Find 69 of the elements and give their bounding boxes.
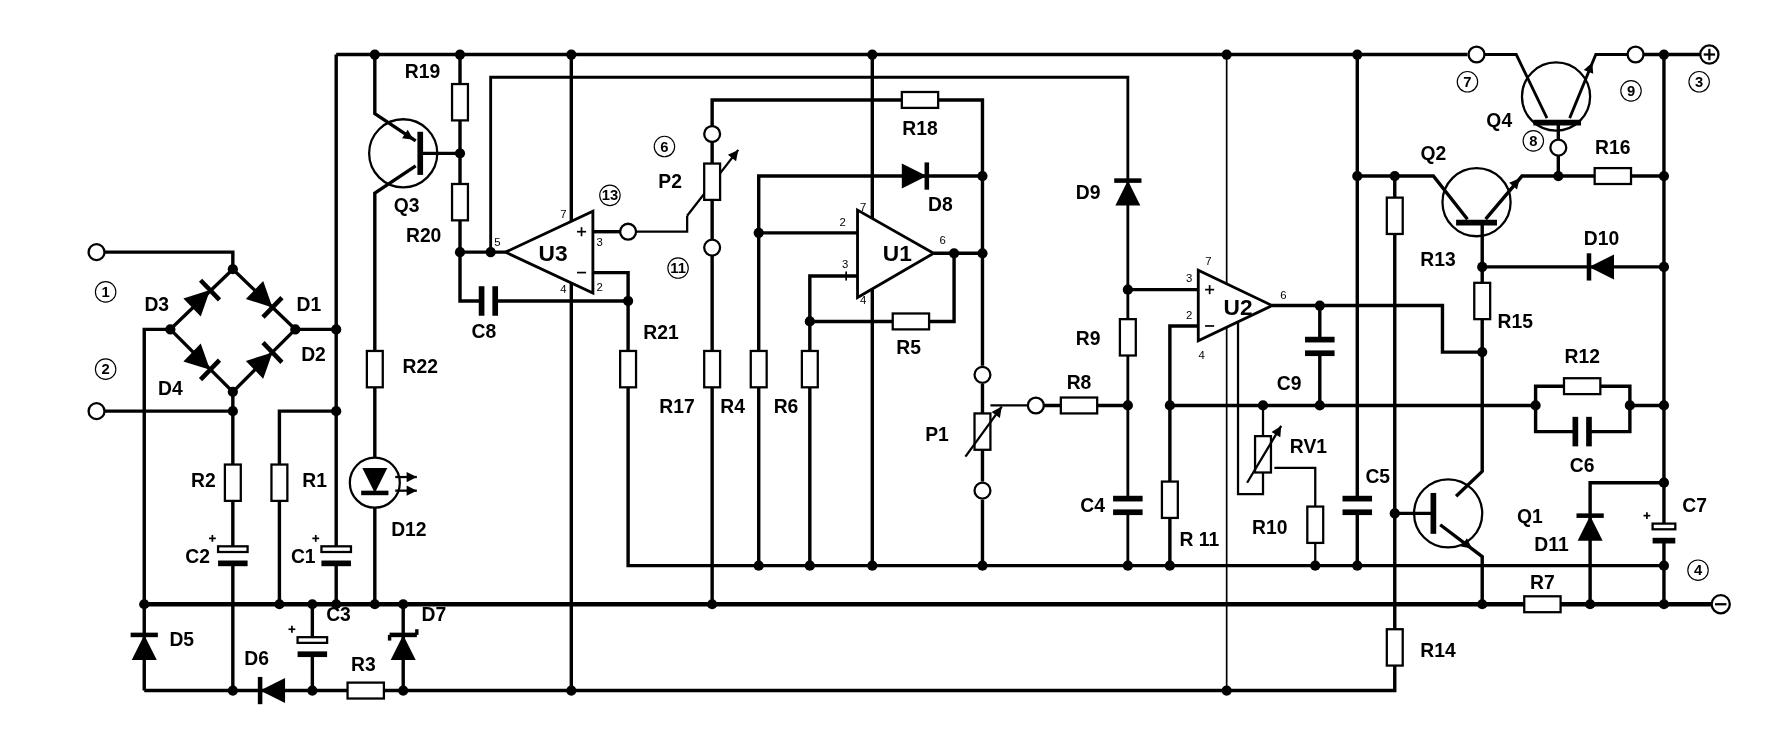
component-label: D9 [1075, 183, 1101, 203]
pin-number: 7 [860, 202, 867, 214]
component-label: R7 [1530, 573, 1555, 593]
pin-number: 7 [1205, 255, 1212, 267]
component-label: R9 [1075, 328, 1101, 349]
pin-number: 5 [494, 237, 501, 249]
component-label: R13 [1420, 250, 1456, 270]
component-label: C7 [1682, 495, 1707, 516]
component-label: R4 [720, 396, 745, 417]
component-label: R 11 [1179, 529, 1220, 550]
component-label: D5 [169, 629, 195, 650]
component-label: R10 [1252, 518, 1288, 538]
component-label: R16 [1595, 138, 1631, 158]
component-label: C5 [1365, 467, 1391, 487]
component-label: R19 [404, 61, 441, 82]
component-label: D1 [296, 294, 322, 315]
component-label: D10 [1583, 228, 1620, 249]
component-label: R22 [402, 357, 438, 377]
pin-number: 4 [1198, 349, 1205, 362]
component-label: C8 [471, 322, 497, 342]
component-label: R14 [1420, 641, 1456, 661]
component-label: C6 [1569, 456, 1595, 476]
component-label: RV1 [1289, 436, 1328, 456]
component-label: U3 [538, 241, 568, 265]
component-label: R17 [659, 396, 695, 417]
component-label: P1 [925, 425, 949, 445]
component-label: C2 [185, 546, 210, 567]
component-label: C4 [1080, 495, 1105, 516]
component-label: R20 [405, 226, 442, 246]
component-label: R3 [351, 654, 376, 675]
component-label: Q2 [1420, 143, 1447, 163]
pin-number: 3 [596, 237, 603, 249]
component-label: R21 [643, 323, 679, 343]
pin-number: 7 [560, 209, 567, 221]
component-label: R6 [773, 396, 799, 417]
component-label: Q3 [393, 195, 420, 216]
pin-number: 2 [596, 281, 603, 294]
component-label: R1 [302, 470, 327, 491]
component-label: D4 [158, 378, 183, 399]
component-label: R15 [1497, 311, 1533, 332]
component-label: R2 [190, 470, 216, 491]
component-label: Q4 [1486, 110, 1513, 131]
component-label: D2 [301, 344, 326, 364]
pin-number: 3 [1186, 272, 1193, 284]
component-label: D11 [1534, 535, 1569, 555]
component-label: C9 [1276, 374, 1302, 394]
component-label: R5 [896, 337, 921, 358]
component-label: D7 [421, 604, 447, 625]
pin-number: 6 [939, 235, 946, 247]
component-label: R8 [1066, 373, 1092, 393]
component-label: P2 [658, 172, 682, 192]
component-label: U2 [1223, 295, 1253, 318]
pin-number: 2 [1186, 310, 1193, 322]
component-label: C1 [290, 546, 316, 567]
component-label: R12 [1564, 347, 1600, 367]
component-label: U1 [882, 241, 912, 265]
component-label: D6 [244, 649, 270, 669]
pin-number: 3 [841, 258, 849, 271]
pin-number: 4 [860, 295, 867, 307]
component-label: D3 [144, 294, 170, 315]
pin-number: 2 [839, 216, 846, 229]
terminal-number: 13 [599, 184, 621, 207]
component-label: D8 [928, 194, 953, 215]
component-label: R18 [902, 118, 938, 138]
component-label: C3 [326, 604, 351, 625]
pin-number: 4 [560, 283, 567, 296]
pin-number: 6 [1280, 289, 1287, 301]
component-label: D12 [391, 519, 427, 539]
component-label: Q1 [1517, 507, 1543, 527]
